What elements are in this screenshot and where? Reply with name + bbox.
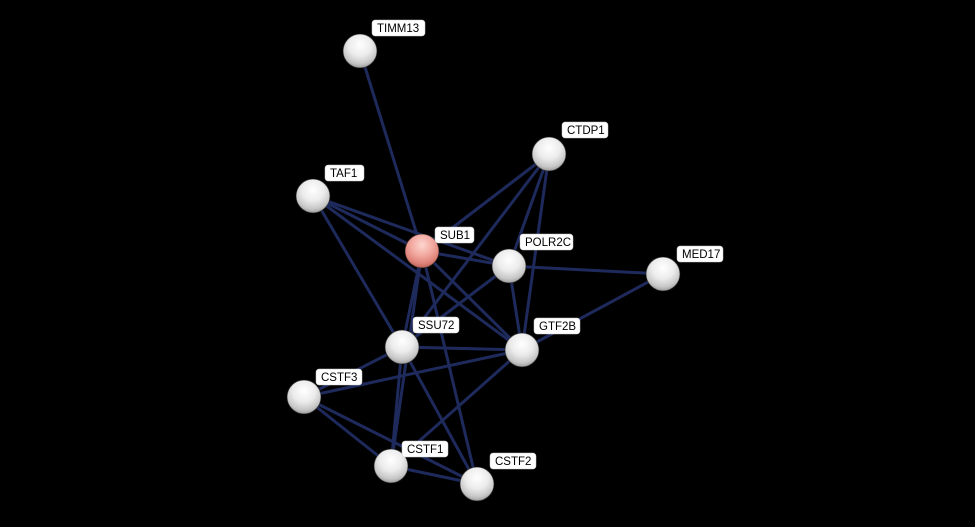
node-GTF2B[interactable] xyxy=(504,332,540,368)
label-text-TAF1: TAF1 xyxy=(330,168,357,180)
node-TIMM13[interactable] xyxy=(342,33,378,69)
edge-CSTF3-CSTF1[interactable] xyxy=(302,395,393,468)
edge-TAF1-SSU72[interactable] xyxy=(311,194,404,349)
node-CTDP1[interactable] xyxy=(531,136,567,172)
label-background-SSU72 xyxy=(412,316,460,334)
label-background-CSTF1 xyxy=(401,440,449,458)
label-CTDP1: CTDP1 xyxy=(561,121,609,139)
edge-TIMM13-SUB1[interactable] xyxy=(358,49,424,253)
edge-CSTF3-CSTF2[interactable] xyxy=(302,395,479,486)
label-TIMM13: TIMM13 xyxy=(371,19,426,37)
label-background-CSTF3 xyxy=(315,368,363,386)
label-text-POLR2C: POLR2C xyxy=(525,237,571,249)
node-SSU72[interactable] xyxy=(384,329,420,365)
label-CSTF1: CSTF1 xyxy=(401,440,449,458)
label-background-CTDP1 xyxy=(561,121,609,139)
label-background-TAF1 xyxy=(324,164,365,182)
label-CSTF2: CSTF2 xyxy=(489,452,537,470)
label-text-SSU72: SSU72 xyxy=(418,320,454,332)
label-text-CSTF2: CSTF2 xyxy=(495,456,531,468)
label-text-SUB1: SUB1 xyxy=(440,230,470,242)
edge-CTDP1-GTF2B[interactable] xyxy=(520,152,551,352)
nodes-layer xyxy=(286,33,681,502)
label-CSTF3: CSTF3 xyxy=(315,368,363,386)
edge-POLR2C-SSU72[interactable] xyxy=(400,264,511,349)
label-text-CSTF1: CSTF1 xyxy=(407,444,443,456)
label-text-MED17: MED17 xyxy=(682,249,720,261)
label-background-CSTF2 xyxy=(489,452,537,470)
node-MED17[interactable] xyxy=(645,256,681,292)
node-TAF1[interactable] xyxy=(295,178,331,214)
node-CSTF1[interactable] xyxy=(373,448,409,484)
node-POLR2C[interactable] xyxy=(491,248,527,284)
edge-TAF1-POLR2C[interactable] xyxy=(311,194,511,268)
edge-GTF2B-MED17[interactable] xyxy=(520,272,665,352)
edge-SSU72-CSTF2[interactable] xyxy=(400,345,479,486)
label-MED17: MED17 xyxy=(676,245,724,263)
label-text-CTDP1: CTDP1 xyxy=(567,125,605,137)
label-text-TIMM13: TIMM13 xyxy=(377,23,419,35)
label-background-POLR2C xyxy=(519,233,574,251)
label-GTF2B: GTF2B xyxy=(533,317,581,335)
node-CSTF3[interactable] xyxy=(286,379,322,415)
edge-CTDP1-POLR2C[interactable] xyxy=(507,152,551,268)
label-POLR2C: POLR2C xyxy=(519,233,574,251)
edge-CTDP1-SSU72[interactable] xyxy=(400,152,551,349)
edge-GTF2B-CSTF3[interactable] xyxy=(302,348,524,399)
label-SUB1: SUB1 xyxy=(434,226,475,244)
label-SSU72: SSU72 xyxy=(412,316,460,334)
edge-SSU72-CSTF1[interactable] xyxy=(389,345,404,468)
node-CSTF2[interactable] xyxy=(459,466,495,502)
edge-SUB1-GTF2B[interactable] xyxy=(420,249,524,352)
label-text-GTF2B: GTF2B xyxy=(539,321,576,333)
label-background-GTF2B xyxy=(533,317,581,335)
node-SUB1[interactable] xyxy=(404,233,440,269)
edge-POLR2C-MED17[interactable] xyxy=(507,264,665,276)
label-TAF1: TAF1 xyxy=(324,164,365,182)
edge-GTF2B-SSU72[interactable] xyxy=(400,345,524,352)
edge-SUB1-CSTF2[interactable] xyxy=(420,249,479,486)
edge-TAF1-SUB1[interactable] xyxy=(311,194,424,253)
label-background-SUB1 xyxy=(434,226,475,244)
label-text-CSTF3: CSTF3 xyxy=(321,372,357,384)
label-background-MED17 xyxy=(676,245,724,263)
label-background-TIMM13 xyxy=(371,19,426,37)
